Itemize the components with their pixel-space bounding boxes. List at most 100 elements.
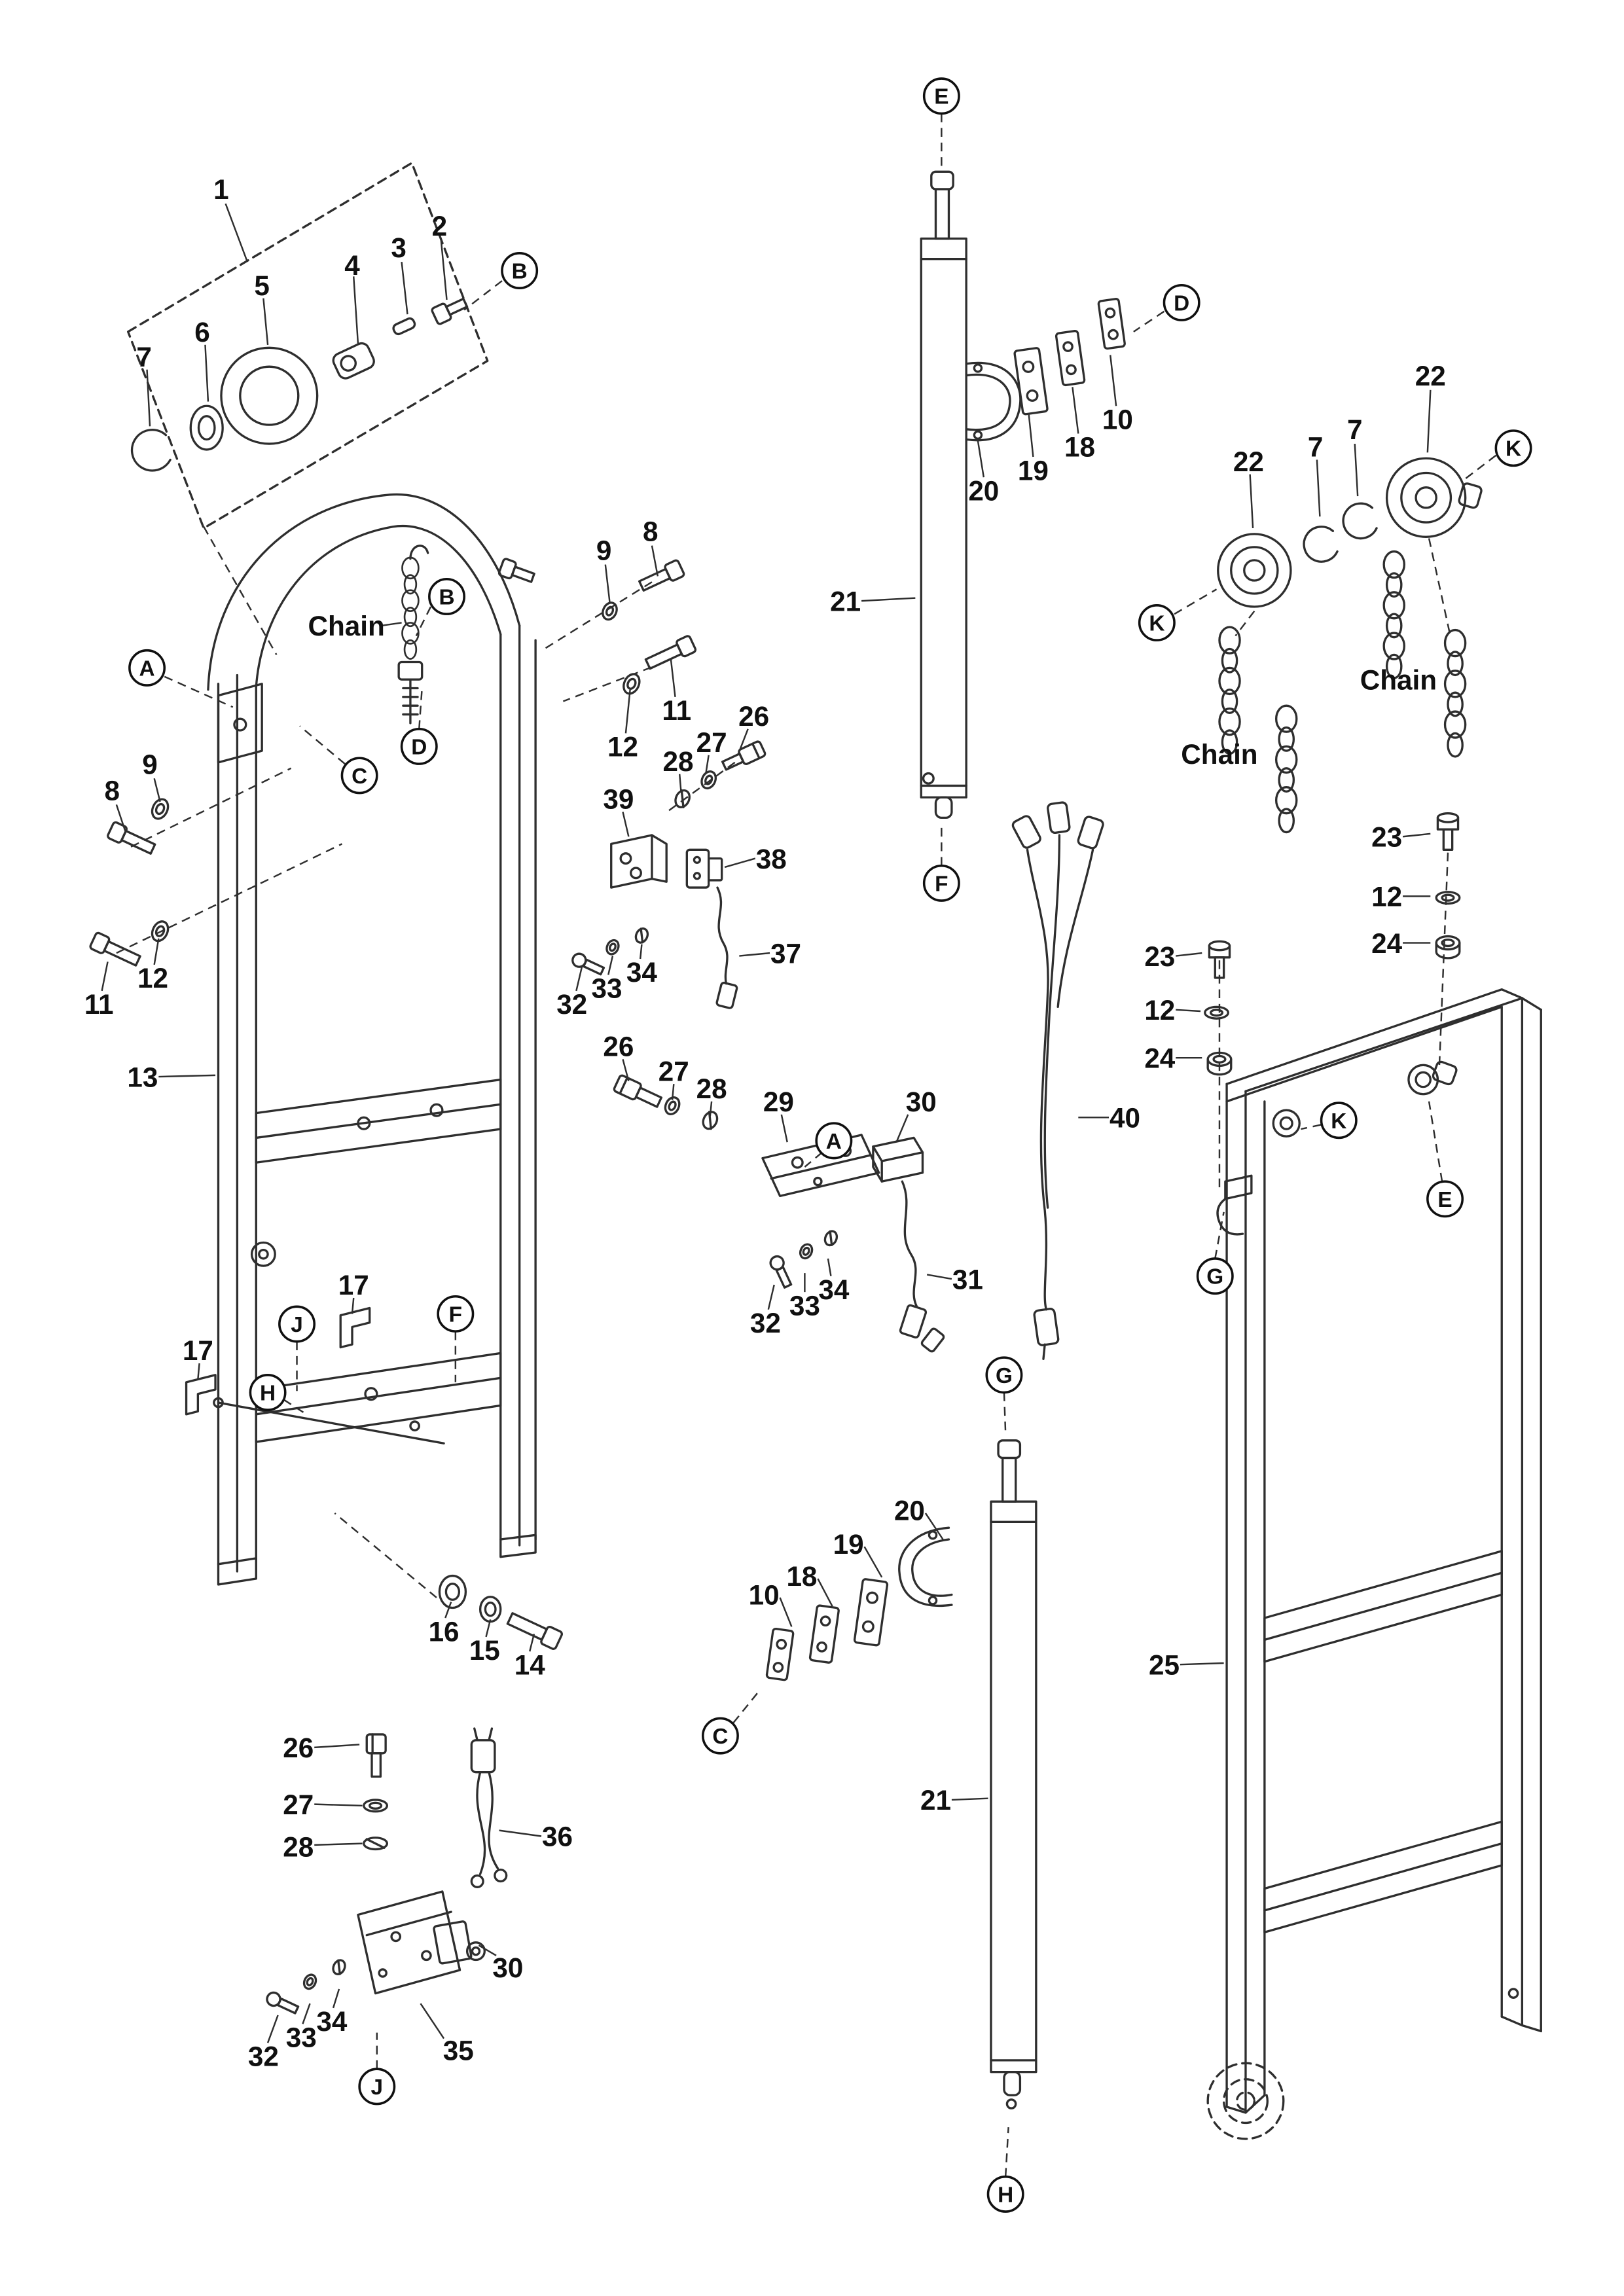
part-number-12-32: 12 bbox=[607, 732, 638, 762]
callout-d-26: D bbox=[400, 727, 438, 765]
part-number-14-79: 14 bbox=[514, 1649, 545, 1680]
part-number-35-91: 35 bbox=[443, 2036, 474, 2066]
part-number-31-63: 31 bbox=[952, 1264, 983, 1295]
part-number-4-2: 4 bbox=[344, 250, 360, 281]
part-number-21-83: 21 bbox=[920, 1785, 951, 1816]
part-number-8-21: 8 bbox=[643, 516, 658, 547]
svg-text:E: E bbox=[934, 85, 948, 109]
leader-lines bbox=[101, 203, 1432, 2043]
callout-g-72: G bbox=[985, 1356, 1023, 1394]
part-number-22-10: 22 bbox=[1415, 361, 1446, 391]
part-number-17-70: 17 bbox=[183, 1335, 213, 1366]
callout-c-81: C bbox=[701, 1717, 739, 1755]
left-mast-frame bbox=[207, 493, 537, 1586]
part-number-5-1: 5 bbox=[254, 270, 269, 301]
part-number-33-45: 33 bbox=[592, 973, 623, 1004]
part-number-10-15: 10 bbox=[1102, 404, 1133, 435]
text-label-chain-29: Chain bbox=[1360, 664, 1437, 695]
callout-f-69: F bbox=[437, 1295, 475, 1333]
callout-h-93: H bbox=[986, 2175, 1024, 2213]
svg-text:H: H bbox=[998, 2183, 1013, 2207]
text-label-chain-28: Chain bbox=[1181, 739, 1257, 770]
callout-j-68: J bbox=[278, 1305, 316, 1343]
left-mount-bolts bbox=[89, 798, 170, 967]
part-number-25-80: 25 bbox=[1149, 1649, 1180, 1680]
lower-lift-cylinder bbox=[765, 1439, 1038, 2109]
part-number-9-20: 9 bbox=[596, 535, 611, 566]
part-number-20-18: 20 bbox=[968, 475, 999, 506]
part-number-33-89: 33 bbox=[286, 2022, 317, 2053]
part-number-39-37: 39 bbox=[603, 784, 634, 815]
part-number-27-35: 27 bbox=[696, 727, 727, 758]
part-number-21-19: 21 bbox=[830, 586, 861, 617]
part-number-34-66: 34 bbox=[818, 1274, 849, 1305]
svg-text:J: J bbox=[371, 2075, 384, 2100]
part-number-3-3: 3 bbox=[391, 232, 406, 263]
callout-k-27: K bbox=[1138, 604, 1176, 641]
part-number-38-38: 38 bbox=[756, 844, 787, 874]
svg-text:G: G bbox=[1206, 1265, 1223, 1289]
callout-j-92: J bbox=[358, 2068, 396, 2106]
bottom-clips-and-bolt bbox=[185, 1306, 563, 1650]
part-number-22-13: 22 bbox=[1233, 446, 1264, 477]
part-number-29-56: 29 bbox=[763, 1086, 794, 1117]
part-number-32-64: 32 bbox=[750, 1308, 781, 1338]
part-number-26-82: 26 bbox=[283, 1732, 314, 1763]
text-label-chain-22: Chain bbox=[308, 611, 384, 641]
part-number-23-40: 23 bbox=[1371, 821, 1402, 852]
part-number-12-41: 12 bbox=[1371, 882, 1402, 912]
callout-k-60: K bbox=[1320, 1102, 1358, 1139]
part-number-36-86: 36 bbox=[542, 1821, 573, 1852]
svg-text:A: A bbox=[826, 1130, 842, 1154]
part-number-37-39: 37 bbox=[770, 938, 801, 969]
part-number-15-78: 15 bbox=[469, 1635, 500, 1666]
part-number-12-48: 12 bbox=[137, 963, 168, 994]
part-number-30-58: 30 bbox=[906, 1086, 937, 1117]
svg-text:F: F bbox=[935, 872, 948, 896]
part-number-30-87: 30 bbox=[492, 1952, 523, 1983]
svg-text:K: K bbox=[1331, 1109, 1346, 1134]
part-number-26-53: 26 bbox=[603, 1031, 634, 1062]
svg-text:D: D bbox=[1174, 291, 1189, 315]
upper-lift-cylinder bbox=[920, 170, 1126, 819]
upper-right-fasteners bbox=[602, 559, 767, 809]
svg-text:F: F bbox=[449, 1302, 462, 1327]
roller-kit-group bbox=[126, 162, 489, 529]
part-number-1-0: 1 bbox=[213, 174, 228, 205]
part-number-32-44: 32 bbox=[556, 989, 587, 1020]
callout-b-7: B bbox=[501, 252, 539, 289]
part-number-34-90: 34 bbox=[316, 2006, 347, 2037]
part-number-26-34: 26 bbox=[738, 701, 769, 732]
part-number-27-84: 27 bbox=[283, 1789, 314, 1820]
callout-e-61: E bbox=[1426, 1180, 1464, 1218]
part-number-9-31: 9 bbox=[142, 749, 157, 780]
callout-g-62: G bbox=[1196, 1257, 1234, 1295]
callout-h-71: H bbox=[249, 1374, 287, 1411]
part-number-28-36: 28 bbox=[662, 746, 693, 777]
part-number-13-52: 13 bbox=[127, 1062, 158, 1092]
svg-text:B: B bbox=[439, 585, 454, 609]
callout-c-25: C bbox=[340, 757, 378, 795]
callout-d-9: D bbox=[1163, 283, 1200, 321]
svg-text:B: B bbox=[512, 259, 528, 283]
part-number-32-88: 32 bbox=[248, 2041, 279, 2072]
part-number-33-65: 33 bbox=[789, 1290, 820, 1321]
part-number-7-12: 7 bbox=[1308, 432, 1323, 463]
part-number-18-16: 18 bbox=[1064, 432, 1095, 463]
sensor-bracket-assembly bbox=[571, 834, 738, 1009]
part-number-19-17: 19 bbox=[1018, 455, 1049, 486]
right-mast-channel bbox=[1206, 988, 1542, 2140]
part-number-27-54: 27 bbox=[659, 1056, 689, 1086]
bottom-switch-assembly bbox=[266, 1727, 508, 2015]
part-number-40-59: 40 bbox=[1110, 1103, 1140, 1134]
svg-text:H: H bbox=[260, 1381, 276, 1405]
part-number-6-5: 6 bbox=[194, 317, 209, 348]
part-number-17-67: 17 bbox=[338, 1270, 369, 1300]
part-number-34-46: 34 bbox=[626, 957, 657, 988]
callout-b-23: B bbox=[428, 578, 465, 615]
part-number-16-77: 16 bbox=[429, 1616, 460, 1647]
part-number-7-11: 7 bbox=[1347, 414, 1362, 445]
part-number-11-33: 11 bbox=[662, 695, 691, 726]
